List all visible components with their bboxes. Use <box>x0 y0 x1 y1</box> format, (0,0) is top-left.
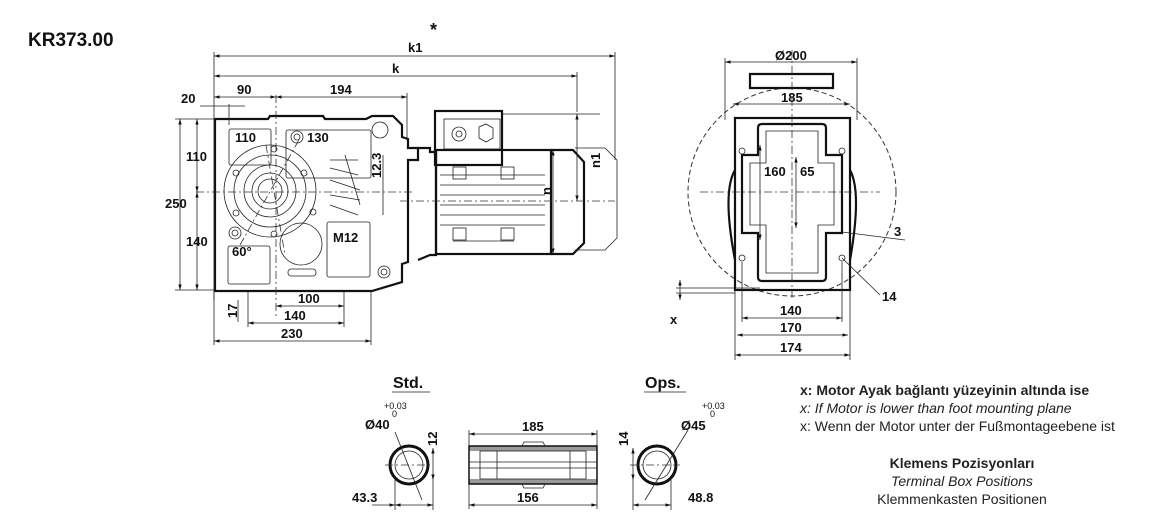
std-tol-upper: +0.03 <box>384 401 407 411</box>
notes: x: Motor Ayak bağlantı yüzeyinin altında… <box>799 382 1115 507</box>
ops-key: 14 <box>616 431 631 446</box>
dim-140-width: 140 <box>284 308 306 323</box>
dim-d200: Ø200 <box>775 48 807 63</box>
terminal-box <box>433 109 504 167</box>
dim-140-height: 140 <box>186 234 208 249</box>
note-x-de: x: Wenn der Motor unter der Fußmontageeb… <box>800 418 1115 434</box>
gearbox-housing <box>213 114 420 293</box>
shaft-details: Std. Ops. +0.03 0 Ø40 12 43.3 185 156 <box>352 375 725 510</box>
dim-17: 17 <box>225 304 240 318</box>
dim-185: 185 <box>781 90 803 105</box>
ops-tol-upper: +0.03 <box>702 401 725 411</box>
std-label: Std. <box>393 375 423 392</box>
terminal-tr: Klemens Pozisyonları <box>890 455 1035 471</box>
shaft-length-185: 185 <box>522 419 544 434</box>
bolt-icon <box>228 226 242 240</box>
bolt-icon <box>290 130 304 144</box>
gearbox-end <box>733 116 852 292</box>
dim-14: 14 <box>882 289 897 304</box>
dim-k: k <box>392 61 400 76</box>
dim-140: 140 <box>780 303 802 318</box>
dim-65: 65 <box>800 164 814 179</box>
ops-tol-lower: 0 <box>710 409 715 419</box>
dim-12-3: 12.3 <box>369 153 384 178</box>
note-x-tr: x: Motor Ayak bağlantı yüzeyinin altında… <box>800 382 1089 398</box>
dim-thread: M12 <box>333 230 358 245</box>
dim-100: 100 <box>298 291 320 306</box>
bolt-icon <box>377 265 391 279</box>
fan-cover <box>551 148 586 256</box>
dim-130-hole: 130 <box>307 130 329 145</box>
dim-174: 174 <box>780 340 802 355</box>
dim-n1: n1 <box>588 153 603 168</box>
std-key: 12 <box>425 432 440 446</box>
dim-160: 160 <box>764 164 786 179</box>
terminal-en: Terminal Box Positions <box>891 473 1033 489</box>
dim-k1: k1 <box>408 40 422 55</box>
shaft-length-156: 156 <box>517 490 539 505</box>
ops-diameter: Ø45 <box>681 418 706 433</box>
std-diameter: Ø40 <box>365 417 390 432</box>
side-view: * k1 k 20 90 194 110 130 110 250 140 60°… <box>165 20 618 345</box>
ops-depth: 48.8 <box>688 490 713 505</box>
dim-110-height: 110 <box>186 149 207 164</box>
dim-170: 170 <box>780 320 802 335</box>
dim-angle: 60° <box>232 244 252 259</box>
ops-label: Ops. <box>645 375 681 392</box>
std-depth: 43.3 <box>352 490 377 505</box>
dim-230: 230 <box>281 326 303 341</box>
dim-20: 20 <box>181 91 195 106</box>
end-view: Ø200 185 160 65 3 14 140 170 174 x <box>670 48 906 360</box>
dim-110-hole: 110 <box>235 130 256 145</box>
terminal-de: Klemmenkasten Positionen <box>877 491 1047 507</box>
motor-flange <box>417 146 438 262</box>
dim-194: 194 <box>330 82 352 97</box>
std-tol-lower: 0 <box>392 409 397 419</box>
drawing-title: KR373.00 <box>28 30 114 51</box>
dim-3: 3 <box>894 224 901 239</box>
dim-90: 90 <box>237 82 251 97</box>
dim-x: x <box>670 312 678 327</box>
motor-body <box>434 148 553 256</box>
dim-250: 250 <box>165 196 187 211</box>
dim-n: n <box>539 187 554 195</box>
note-x-en: x: If Motor is lower than foot mounting … <box>799 400 1072 416</box>
k1-asterisk: * <box>430 20 437 40</box>
